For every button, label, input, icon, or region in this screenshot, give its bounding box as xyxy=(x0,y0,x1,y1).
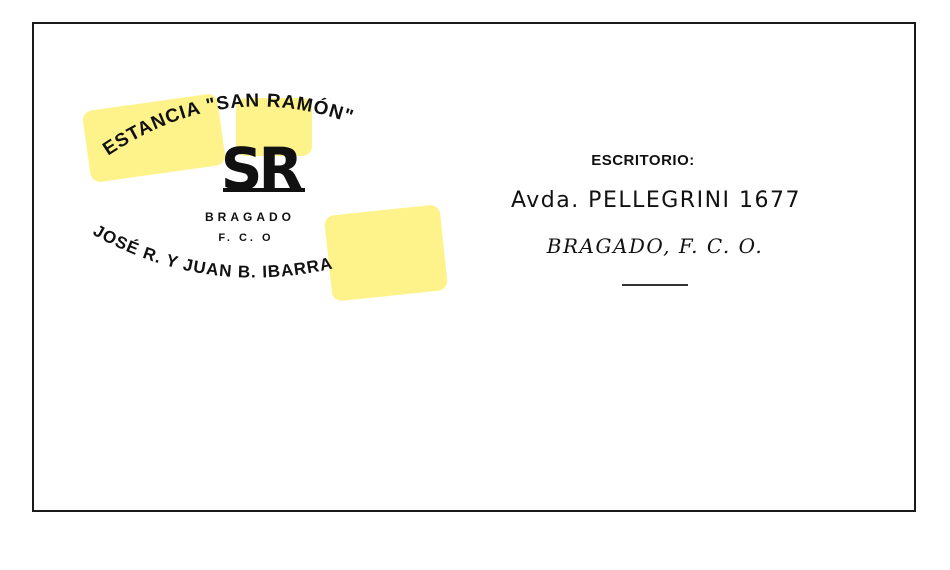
owners-text: JOSÉ R. Y JUAN B. IBARRA xyxy=(90,221,335,282)
office-label: ESCRITORIO: xyxy=(591,152,695,169)
monogram-underline xyxy=(223,188,305,192)
railway-small-text: F. C. O xyxy=(218,232,274,244)
office-address: Avda. PELLEGRINI 1677 xyxy=(510,188,802,213)
office-city: BRAGADO, F. C. O. xyxy=(546,234,764,258)
highlight-san xyxy=(236,98,312,156)
city-small-text: BRAGADO xyxy=(205,210,295,224)
divider-line xyxy=(622,284,688,286)
sr-monogram-logo: SR xyxy=(205,140,315,210)
